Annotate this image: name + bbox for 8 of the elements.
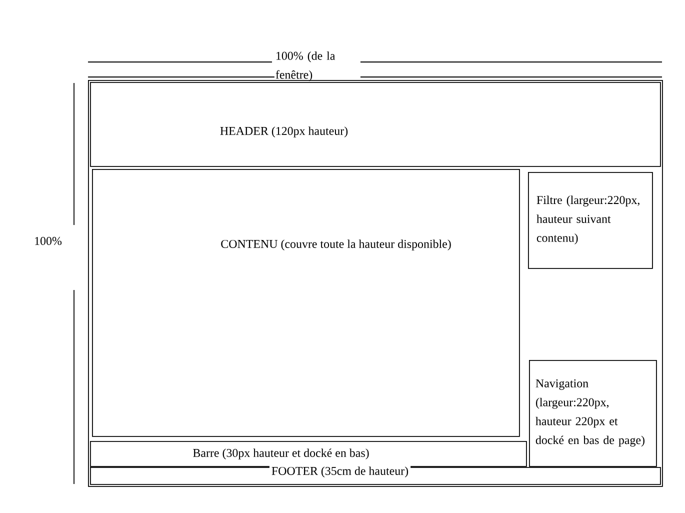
content-box: CONTENU (couvre toute la hauteur disponible) [92,169,520,437]
footer-box: FOOTER (35cm de hauteur) [90,466,661,485]
navigation-box: Navigation (largeur:220px, hauteur 220px et docké en bas de page) [529,360,657,467]
dimension-label: 100% [35,236,62,246]
dimension-label: 100% (de la fenêtre) [274,50,360,82]
filter-box: Filtre (largeur:220px, hauteur suivant contenu) [528,172,653,269]
page-frame [88,80,663,487]
header-box: HEADER (120px hauteur) [90,82,661,167]
